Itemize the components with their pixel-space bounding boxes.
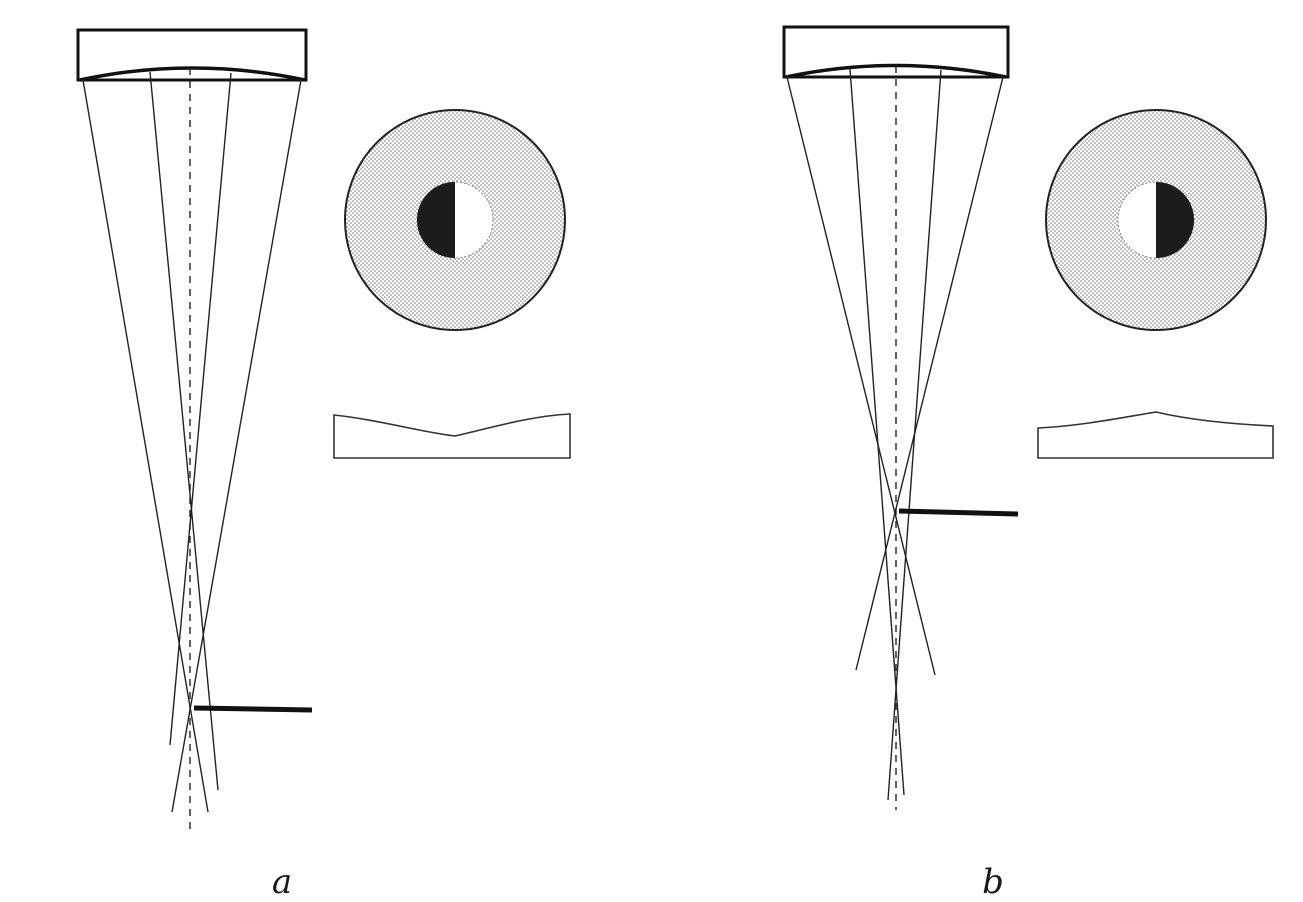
ray-b-inner-right (887, 69, 942, 801)
rays-a (82, 71, 302, 813)
ray-a-inner-left (149, 71, 219, 791)
shadow-half-b (1156, 182, 1194, 258)
rays-b (786, 68, 1004, 801)
ray-b-outer-right (855, 76, 1004, 671)
ray-b-outer-left (786, 76, 936, 676)
panel-label-b: b (982, 862, 1004, 902)
ray-b-inner-left (849, 68, 905, 796)
foucault-view-b (1045, 109, 1267, 331)
mirror-surface-a (79, 66, 306, 82)
surface-profile-b (1037, 411, 1274, 459)
knife-edge-b (898, 508, 1019, 517)
surface-profile-a (333, 413, 571, 459)
mirror-body-a (76, 28, 308, 82)
foucault-view-a (344, 109, 566, 331)
panel-a: a (76, 28, 571, 902)
panel-b: b (782, 25, 1274, 902)
knife-edge-a (193, 705, 313, 713)
ray-a-inner-right (169, 72, 232, 746)
ray-a-outer-right (171, 79, 302, 813)
ray-a-outer-left (82, 79, 209, 813)
panel-label-a: a (272, 862, 292, 902)
mirror-surface-b (785, 63, 1007, 79)
mirror-a (76, 28, 308, 82)
shadow-half-a (417, 182, 455, 258)
